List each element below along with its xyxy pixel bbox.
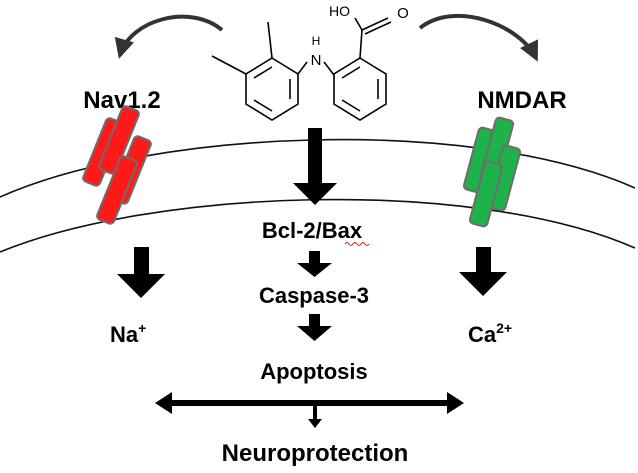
- nav12-channel-icon: [82, 105, 152, 225]
- amine-hydrogen-label: H: [312, 34, 321, 48]
- arrow-nav-to-na: [117, 247, 165, 298]
- arrow-to-neuroprotection: [308, 406, 322, 428]
- carbonyl-oxygen-label: O: [397, 5, 409, 22]
- arrow-drug-to-bcl2: [293, 128, 337, 205]
- bcl2-bax-label: Bcl-2/Bax: [262, 218, 363, 243]
- molecule-structure: [211, 17, 392, 121]
- curved-arrow-to-nav: [114, 14, 224, 59]
- nmdar-label: NMDAR: [477, 87, 566, 114]
- sodium-ion-label: Na+: [110, 320, 146, 347]
- spellcheck-underline: [344, 242, 370, 246]
- apoptosis-label: Apoptosis: [260, 359, 368, 384]
- caspase3-label: Caspase-3: [259, 283, 369, 308]
- amine-nitrogen-label: N: [311, 52, 322, 69]
- arrow-nmdar-to-ca: [459, 247, 507, 296]
- arrow-bcl2-to-caspase: [297, 251, 332, 277]
- nmdar-channel-icon: [462, 116, 522, 228]
- curved-arrow-to-nmdar: [418, 13, 538, 62]
- neuroprotection-label: Neuroprotection: [222, 440, 409, 467]
- hydroxyl-label: HO: [329, 3, 350, 19]
- double-headed-arrow: [155, 392, 464, 414]
- arrow-caspase-to-apoptosis: [297, 314, 332, 341]
- calcium-ion-label: Ca2+: [468, 320, 512, 347]
